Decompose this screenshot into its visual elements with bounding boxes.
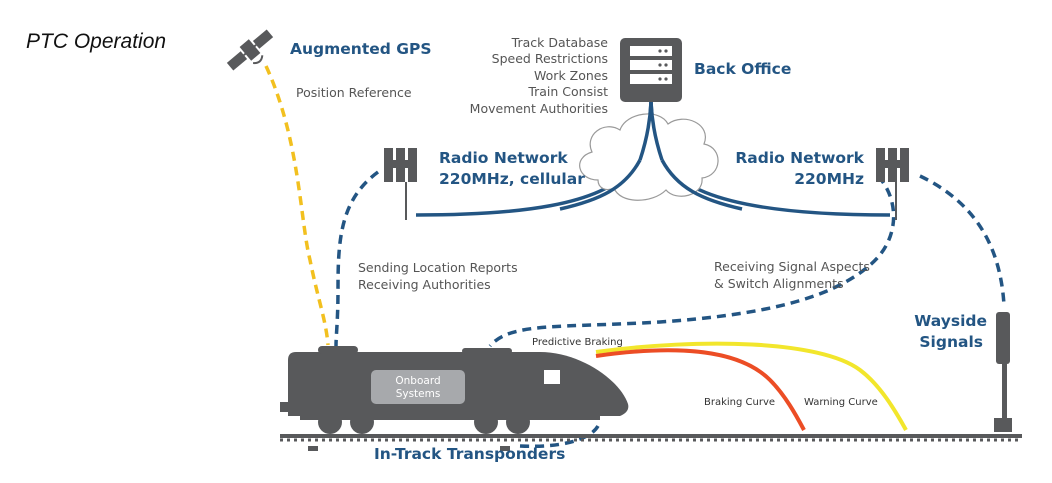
- position-reference-label: Position Reference: [296, 85, 412, 100]
- warning-curve: [595, 341, 908, 431]
- location-reports-line1: Sending Location Reports: [358, 260, 518, 275]
- data-item: Movement Authorities: [470, 101, 608, 116]
- warning-curve-label: Warning Curve: [804, 397, 878, 408]
- page-title: PTC Operation: [26, 30, 166, 53]
- signal-aspects-line1: Receiving Signal Aspects: [714, 259, 870, 274]
- antenna-right-icon: [876, 148, 909, 220]
- antenna-left-icon: [384, 148, 417, 220]
- radio-left-line1: Radio Network: [439, 149, 568, 167]
- gps-position-link: [264, 65, 330, 346]
- network-link-core-right: [649, 101, 664, 161]
- back-office-data-list: Track Database Speed Restrictions Work Z…: [470, 35, 609, 116]
- data-item: Work Zones: [534, 68, 608, 83]
- radio-left-line2: 220MHz, cellular: [439, 170, 585, 188]
- onboard-line2: Systems: [396, 388, 441, 400]
- back-office-label: Back Office: [694, 60, 791, 78]
- wayside-signal-icon: [994, 312, 1012, 432]
- server-icon: [620, 38, 682, 102]
- data-item: Train Consist: [527, 84, 608, 99]
- data-item: Track Database: [511, 35, 609, 50]
- wayside-radio-link: [919, 174, 1006, 306]
- train-radio-link: [334, 170, 380, 347]
- network-cloud-icon: [579, 113, 719, 201]
- predictive-braking-label: Predictive Braking: [532, 337, 623, 348]
- railway-track: [280, 434, 1022, 451]
- network-link-mid-right: [660, 159, 743, 211]
- braking-curve-label: Braking Curve: [704, 397, 775, 408]
- wayside-line1: Wayside: [914, 312, 987, 330]
- radio-right-line1: Radio Network: [735, 149, 864, 167]
- signal-aspects-line2: & Switch Alignments: [714, 276, 844, 291]
- transponders-label: In-Track Transponders: [374, 445, 565, 463]
- onboard-line1: Onboard: [395, 375, 440, 387]
- transponder-marker: [308, 446, 318, 451]
- location-reports-line2: Receiving Authorities: [358, 277, 491, 292]
- onboard-systems-box: Onboard Systems: [371, 370, 465, 404]
- transponder-link: [519, 424, 600, 449]
- signal-aspects-link: [488, 174, 896, 348]
- braking-curve: [595, 348, 806, 431]
- satellite-icon: [226, 29, 274, 71]
- gps-label: Augmented GPS: [290, 40, 431, 58]
- network-link-mid-left: [559, 159, 642, 211]
- data-item: Speed Restrictions: [492, 51, 608, 66]
- transponder-marker: [500, 446, 510, 451]
- wayside-line2: Signals: [919, 333, 983, 351]
- radio-right-line2: 220MHz: [794, 170, 864, 188]
